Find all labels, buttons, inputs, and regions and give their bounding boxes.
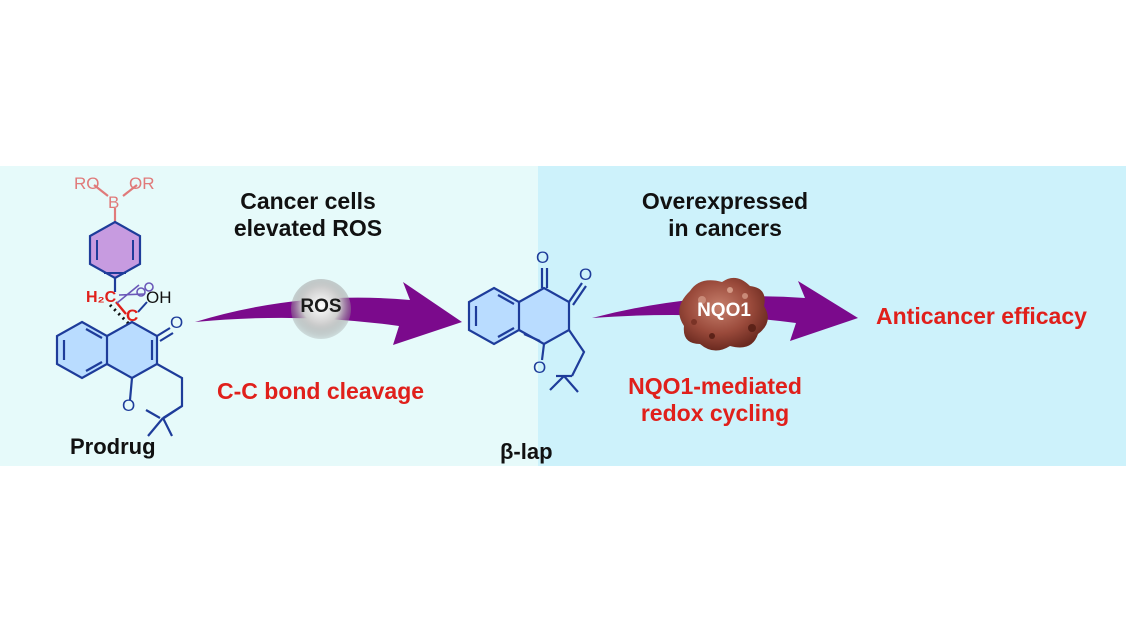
- lap-atom-o-ring: O: [533, 358, 547, 377]
- atom-boron: B: [108, 193, 120, 212]
- atom-ro-right: OR: [129, 174, 155, 193]
- label-cancer-cells-line2: elevated ROS: [233, 215, 383, 241]
- label-nqo1-mediated: NQO1-mediated redox cycling: [600, 373, 830, 427]
- label-overexpressed: Overexpressed in cancers: [610, 188, 840, 242]
- atom-o-ketone: O: [170, 313, 184, 332]
- atom-oh: OH: [146, 288, 172, 307]
- lap-atom-o1: O: [536, 248, 550, 267]
- prodrug-structure: [55, 184, 184, 437]
- label-anticancer: Anticancer efficacy: [876, 303, 1087, 329]
- ros-badge-bg: [291, 279, 351, 339]
- ros-badge-text: ROS: [300, 296, 342, 317]
- boronate-group: [93, 184, 138, 222]
- atom-h2c: H₂C: [86, 289, 117, 306]
- label-nqo1-mediated-line1: NQO1-mediated: [628, 373, 802, 399]
- label-prodrug: Prodrug: [70, 434, 156, 459]
- phenyl-double-bonds: [96, 240, 134, 274]
- nqo1-protein-icon: [679, 277, 768, 351]
- label-cancer-cells: Cancer cells elevated ROS: [220, 188, 396, 242]
- atom-c: C: [126, 306, 139, 325]
- benzo-ring-fill: [57, 322, 107, 378]
- naphtho-ring-fill: [107, 322, 157, 378]
- atom-ro-left: RO: [74, 174, 100, 193]
- label-overexpressed-line1: Overexpressed: [641, 188, 809, 214]
- ring-bonds: [55, 320, 184, 437]
- beta-lap-structure: [467, 268, 587, 393]
- label-nqo1-mediated-line2: redox cycling: [640, 400, 790, 426]
- label-beta-lap: β-lap: [500, 439, 553, 464]
- scissors-icon: [116, 282, 154, 304]
- label-overexpressed-line2: in cancers: [668, 215, 782, 241]
- nqo1-badge-text: NQO1: [697, 300, 751, 321]
- label-cc-cleavage: C-C bond cleavage: [217, 378, 425, 404]
- lap-atom-o2: O: [579, 265, 593, 284]
- atom-o-ring: O: [122, 396, 136, 415]
- label-cancer-cells-line1: Cancer cells: [240, 188, 376, 214]
